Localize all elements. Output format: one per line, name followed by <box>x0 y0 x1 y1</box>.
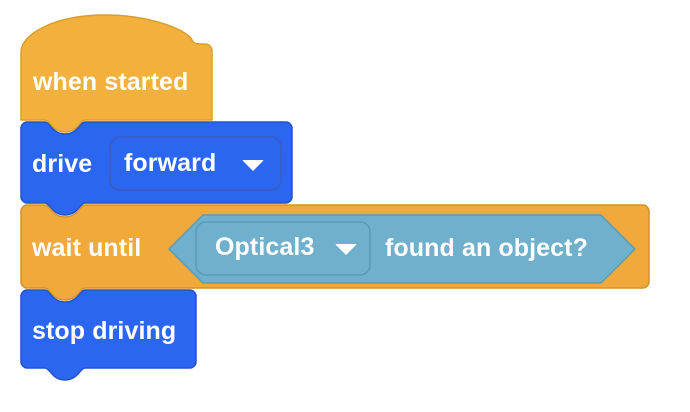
stop-driving-block[interactable] <box>20 289 197 381</box>
drive-direction-field[interactable] <box>109 136 282 191</box>
sensor-dropdown-field[interactable] <box>195 221 371 276</box>
sensor-dropdown-value[interactable]: Optical3 <box>215 233 315 261</box>
when-started-block[interactable] <box>20 14 213 133</box>
wait-until-label: wait until <box>32 234 142 262</box>
when-started-label: when started <box>33 68 189 96</box>
drive-label: drive <box>32 150 93 178</box>
found-an-object-label: found an object? <box>385 234 588 262</box>
chevron-down-icon[interactable] <box>335 244 357 255</box>
chevron-down-icon[interactable] <box>242 160 264 171</box>
stop-driving-label: stop driving <box>32 317 177 345</box>
drive-direction-value[interactable]: forward <box>124 149 217 177</box>
